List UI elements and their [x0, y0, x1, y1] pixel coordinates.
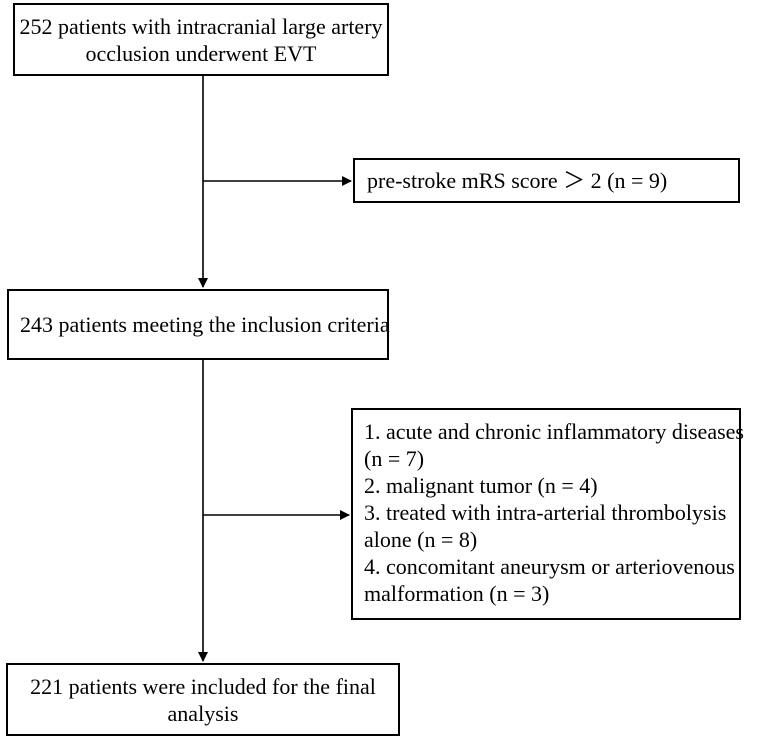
exclusion-line-1: 1. acute and chronic inflammatory diseas… [364, 419, 744, 444]
box-final-line-1: 221 patients were included for the final [30, 673, 376, 699]
box-start-line-2: occlusion underwent EVT [85, 40, 317, 66]
box-exclusion-mrs-text: pre-stroke mRS score ＞ 2 (n = 9) [367, 168, 668, 193]
exclusion-line-4: 3. treated with intra-arterial thromboly… [364, 500, 727, 525]
exclusion-line-5: alone (n = 8) [364, 527, 478, 552]
exclusion-line-3: 2. malignant tumor (n = 4) [364, 473, 598, 498]
box-final-analysis: 221 patients were included for the final… [6, 663, 400, 736]
exclusion-line-2: (n = 7) [364, 446, 425, 471]
box-inclusion-criteria: 243 patients meeting the inclusion crite… [7, 289, 390, 360]
box-inclusion-text: 243 patients meeting the inclusion crite… [20, 312, 390, 337]
box-exclusion-reasons: 1. acute and chronic inflammatory diseas… [351, 408, 744, 620]
box-final-line-2: analysis [167, 700, 239, 726]
box-enrolled-patients: 252 patients with intracranial large art… [13, 3, 389, 76]
box-exclusion-mrs: pre-stroke mRS score ＞ 2 (n = 9) [353, 158, 740, 203]
exclusion-line-7: malformation (n = 3) [364, 581, 550, 606]
exclusion-line-6: 4. concomitant aneurysm or arteriovenous [364, 554, 735, 579]
box-start-line-1: 252 patients with intracranial large art… [19, 13, 383, 39]
